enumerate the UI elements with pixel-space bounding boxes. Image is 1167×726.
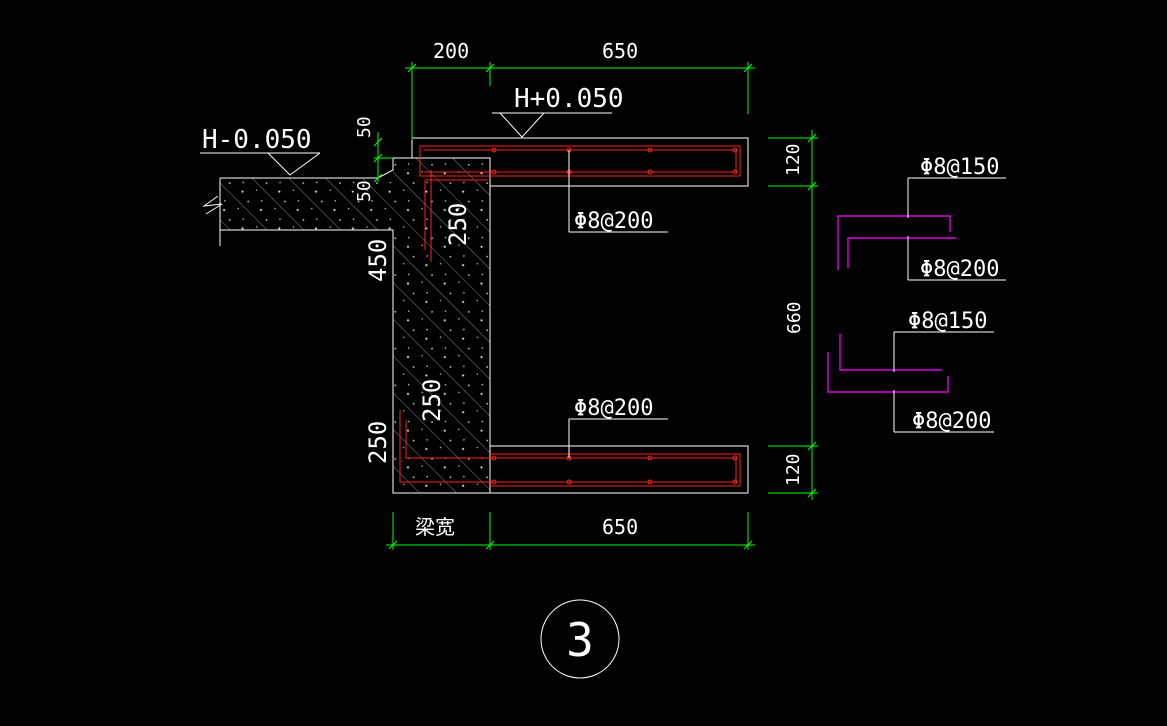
rebar-label-bottom-text: Φ8@200 <box>574 396 653 421</box>
dim-left-50-lower: 50 <box>354 180 375 202</box>
concrete-section <box>202 157 491 494</box>
channel-slabs <box>411 137 749 494</box>
rebar-red <box>399 145 741 487</box>
break-mark <box>202 195 223 215</box>
dim-right-top: 120 <box>783 143 804 176</box>
rebar-detail-1: Φ8@150 Φ8@200 <box>837 155 1006 282</box>
detail-1-upper-label: Φ8@150 <box>920 155 999 180</box>
detail-1-lower-label: Φ8@200 <box>920 257 999 282</box>
dim-top-right: 650 <box>602 39 638 63</box>
detail-number-marker: 3 <box>540 599 620 679</box>
dim-inner-250-lower: 250 <box>418 379 446 422</box>
beam-upper-rebar <box>424 170 488 262</box>
top-slab-outline <box>411 137 749 187</box>
level-label-left: H-0.050 <box>202 125 312 155</box>
level-marker-right: H+0.050 <box>492 84 624 138</box>
level-marker-left: H-0.050 <box>200 125 321 176</box>
left-slab-and-beam-fill <box>220 158 490 493</box>
rebar-detail-2: Φ8@150 Φ8@200 <box>827 309 994 434</box>
top-slab-rebar-loop <box>419 145 741 177</box>
rebar-dots-top <box>491 147 738 485</box>
dimension-lines <box>373 62 818 550</box>
detail-number: 3 <box>566 613 594 667</box>
dim-left-50-upper: 50 <box>354 116 375 138</box>
dim-left-250: 250 <box>364 421 392 464</box>
detail-2-upper-label: Φ8@150 <box>908 309 987 334</box>
bottom-slab-outline <box>490 445 749 494</box>
level-label-right: H+0.050 <box>514 84 624 114</box>
dim-right-bottom: 120 <box>783 453 804 486</box>
dim-left-450: 450 <box>364 239 392 282</box>
rebar-label-top-text: Φ8@200 <box>574 209 653 234</box>
dim-inner-250-upper: 250 <box>444 203 472 246</box>
detail-2-lower-label: Φ8@200 <box>912 409 991 434</box>
rebar-label-bottom: Φ8@200 <box>568 396 668 458</box>
dim-top-left: 200 <box>433 39 469 63</box>
bottom-slab-rebar-loop <box>490 453 741 487</box>
dimension-texts: 200 650 梁宽 650 120 660 120 50 50 450 250… <box>354 39 805 539</box>
dim-right-middle: 660 <box>784 301 805 334</box>
rebar-label-top: Φ8@200 <box>568 150 668 234</box>
dim-bottom-left: 梁宽 <box>415 515 455 539</box>
bottom-slab-rebar-inner <box>399 410 737 483</box>
dim-bottom-right: 650 <box>602 515 638 539</box>
top-slab-rebar-inner <box>424 149 737 173</box>
